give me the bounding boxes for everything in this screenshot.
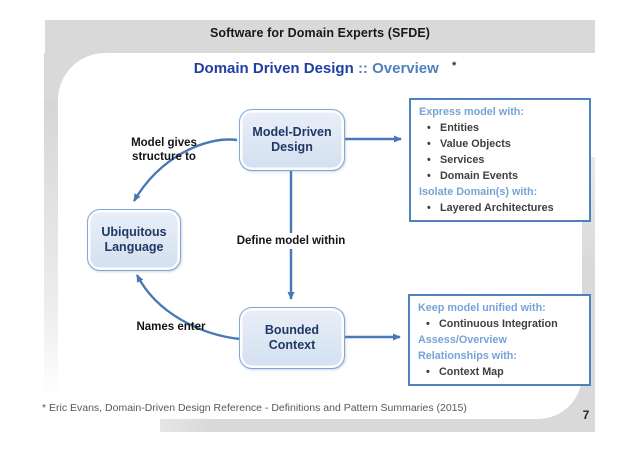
info-bullet-list: Entities Value Objects Services Domain E… xyxy=(419,120,583,184)
node-label-line: Language xyxy=(104,240,164,254)
info-bullet: Entities xyxy=(419,120,583,136)
info-heading: Isolate Domain(s) with: xyxy=(419,186,538,198)
node-ubiquitous-language: Ubiquitous Language xyxy=(87,209,181,271)
backdrop-bottom-bar xyxy=(160,419,595,432)
slide-title: Software for Domain Experts (SFDE) xyxy=(209,26,431,40)
node-label-line: Model-Driven xyxy=(252,124,332,139)
info-box-express-model: Express model with: Entities Value Objec… xyxy=(409,98,591,222)
node-model-driven-design: Model-Driven Design xyxy=(239,109,345,171)
info-bullet-list: Layered Architectures xyxy=(419,200,583,216)
page-number: 7 xyxy=(582,408,590,422)
node-label-line: Ubiquitous xyxy=(101,224,167,239)
info-bullet: Domain Events xyxy=(419,168,583,184)
info-bullet: Context Map xyxy=(418,364,583,380)
node-label-line: Bounded xyxy=(264,322,320,337)
info-bullet: Services xyxy=(419,152,583,168)
edge-label-model-gives-structure-to: Model gives structure to xyxy=(131,137,197,163)
info-box-keep-model-unified: Keep model unified with: Continuous Inte… xyxy=(408,294,591,386)
info-heading: Express model with: xyxy=(419,106,524,118)
info-bullet: Layered Architectures xyxy=(419,200,583,216)
title-band-background xyxy=(45,20,595,53)
edge-label-define-model-within: Define model within xyxy=(224,233,358,249)
backdrop-left-strip xyxy=(44,100,58,415)
subtitle-footnote-asterisk: * xyxy=(451,60,457,72)
info-heading: Assess/Overview xyxy=(418,334,507,346)
info-bullet: Continuous Integration xyxy=(418,316,583,332)
subtitle-main: Domain Driven Design xyxy=(193,60,354,77)
info-heading: Keep model unified with: xyxy=(418,302,546,314)
subtitle-secondary: :: Overview xyxy=(357,60,439,77)
node-label-line: Context xyxy=(268,338,316,352)
slide-subtitle: Domain Driven Design :: Overview * xyxy=(60,60,590,77)
node-bounded-context: Bounded Context xyxy=(239,307,345,369)
info-heading: Relationships with: xyxy=(418,350,517,362)
footnote-reference: * Eric Evans, Domain-Driven Design Refer… xyxy=(42,402,467,414)
edge-label-names-enter: Names enter xyxy=(136,321,206,333)
node-label-line: Design xyxy=(271,140,313,154)
info-bullet: Value Objects xyxy=(419,136,583,152)
info-bullet-list: Context Map xyxy=(418,364,583,380)
info-bullet-list: Continuous Integration xyxy=(418,316,583,332)
